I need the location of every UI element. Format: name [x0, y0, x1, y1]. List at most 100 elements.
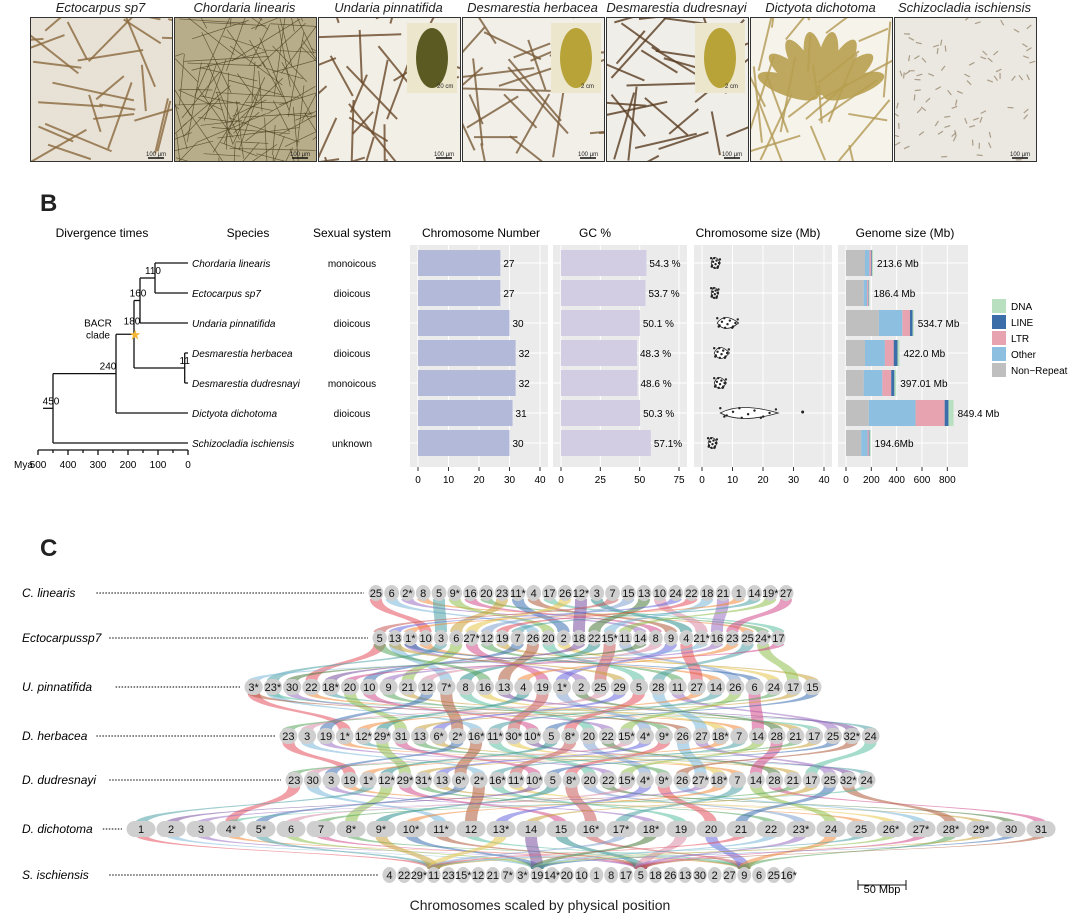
- thallus-blade: [823, 71, 885, 101]
- chromosome-block: [545, 867, 559, 883]
- chromosome-block: [699, 585, 715, 601]
- chromosome-block: [687, 679, 706, 695]
- chromosome-label: 15*: [618, 731, 635, 743]
- chromosome-label: 8: [463, 682, 469, 694]
- inset-thallus: [704, 28, 736, 88]
- filament: [301, 46, 316, 62]
- chromosome-block: [966, 821, 996, 837]
- chromosome-block: [335, 728, 354, 744]
- chromsize-point: [720, 353, 723, 356]
- chromosome-label: 20: [705, 824, 717, 836]
- chromosome-block: [824, 728, 842, 744]
- chromosome-block: [495, 630, 510, 646]
- genome-segment-nonrep: [846, 250, 865, 276]
- chromosome-label: 9: [385, 682, 391, 694]
- chromosome-label: 11*: [510, 588, 526, 600]
- chromosome-block: [861, 728, 880, 744]
- chromosome-block: [605, 585, 620, 601]
- chromosome-label: 30*: [506, 731, 523, 743]
- chromosome-label: 6: [389, 588, 395, 600]
- chromosome-block: [156, 821, 186, 837]
- filament: [468, 94, 484, 125]
- synteny-ribbon: [634, 835, 807, 869]
- chromosome-block: [515, 867, 530, 883]
- chromosome-block: [749, 728, 767, 744]
- chromosome-label: 22: [765, 824, 777, 836]
- chromosome-block: [816, 821, 846, 837]
- synteny-ribbon: [385, 599, 539, 632]
- inset-scale-label: 2 cm: [725, 84, 738, 90]
- filament: [200, 67, 258, 82]
- filament: [463, 67, 535, 78]
- chromosome-label: 1: [138, 824, 144, 836]
- inset-scale-label: 2 cm: [581, 84, 594, 90]
- chromosome-label: 26: [527, 633, 539, 645]
- chromosome-label: 7*: [441, 682, 452, 694]
- synteny-ribbon: [373, 644, 491, 681]
- chromosome-block: [803, 679, 822, 695]
- chromosome-block: [471, 867, 485, 883]
- sexual-system: dioicous: [334, 409, 371, 420]
- chromsize-point: [714, 355, 717, 358]
- legend-swatch: [992, 347, 1006, 361]
- filament: [928, 73, 935, 77]
- legend-label: LTR: [1011, 334, 1029, 345]
- genome-segment-ltr: [867, 280, 869, 306]
- filament: [920, 106, 927, 112]
- chromosome-block: [126, 821, 156, 837]
- chromsize-point: [720, 379, 723, 382]
- genome-value-label: 422.0 Mb: [903, 349, 945, 360]
- filament: [44, 18, 62, 32]
- filament: [1023, 114, 1029, 120]
- chromosome-label: 8*: [565, 731, 576, 743]
- chromosome-block: [620, 585, 636, 601]
- tree-axis-tick-label: 400: [60, 460, 77, 471]
- filament: [291, 18, 295, 32]
- chromosome-label: 2*: [452, 731, 463, 743]
- tree-axis-tick-label: 200: [120, 460, 137, 471]
- synteny-ribbon: [433, 599, 447, 632]
- synteny-ribbon: [413, 693, 800, 730]
- chromsize-point: [710, 446, 713, 449]
- chromosome-label: 11*: [487, 731, 503, 743]
- chromosome-block: [617, 630, 633, 646]
- synteny-ribbon: [345, 835, 751, 869]
- chromosome-label: 27*: [692, 775, 709, 787]
- chromosome-block: [636, 821, 666, 837]
- chromosome-block: [336, 821, 366, 837]
- header-chrom: Chromosome Number: [422, 226, 540, 240]
- filament: [273, 18, 286, 97]
- filament: [1022, 43, 1028, 48]
- chromosome-block: [514, 679, 533, 695]
- header-genome: Genome size (Mb): [856, 226, 955, 240]
- filament: [1026, 74, 1030, 81]
- chromosome-block: [494, 679, 514, 695]
- filament: [319, 85, 328, 95]
- tree-axis-tick-label: 100: [150, 460, 167, 471]
- chromosome-label: 25: [855, 824, 867, 836]
- synteny-ribbon: [427, 835, 627, 869]
- chromsize-point: [710, 295, 713, 298]
- chromosome-block: [410, 728, 429, 744]
- filament: [47, 143, 92, 161]
- synteny-ribbon: [404, 644, 761, 681]
- synteny-ribbon: [285, 835, 544, 869]
- chromosome-label: 7: [736, 731, 742, 743]
- genome-segment-line: [909, 310, 913, 336]
- header-sexual: Sexual system: [313, 226, 391, 240]
- chromsize-point: [709, 437, 713, 440]
- chromosome-label: 24*: [755, 633, 772, 645]
- chromosome-label: 26: [559, 588, 571, 600]
- track-species-label: U. pinnatifida: [22, 680, 92, 694]
- chromosome-label: 7: [734, 775, 740, 787]
- synteny-ribbon: [375, 786, 559, 823]
- synteny-ribbon: [842, 786, 957, 823]
- chromsize-point: [753, 409, 756, 412]
- genome-segment-dna: [871, 250, 873, 276]
- chromosome-label: 16: [479, 682, 491, 694]
- chromosome-block: [306, 821, 336, 837]
- filament: [266, 85, 316, 115]
- species-photo: 100 µm: [894, 17, 1037, 162]
- chromosome-label: 2: [561, 633, 567, 645]
